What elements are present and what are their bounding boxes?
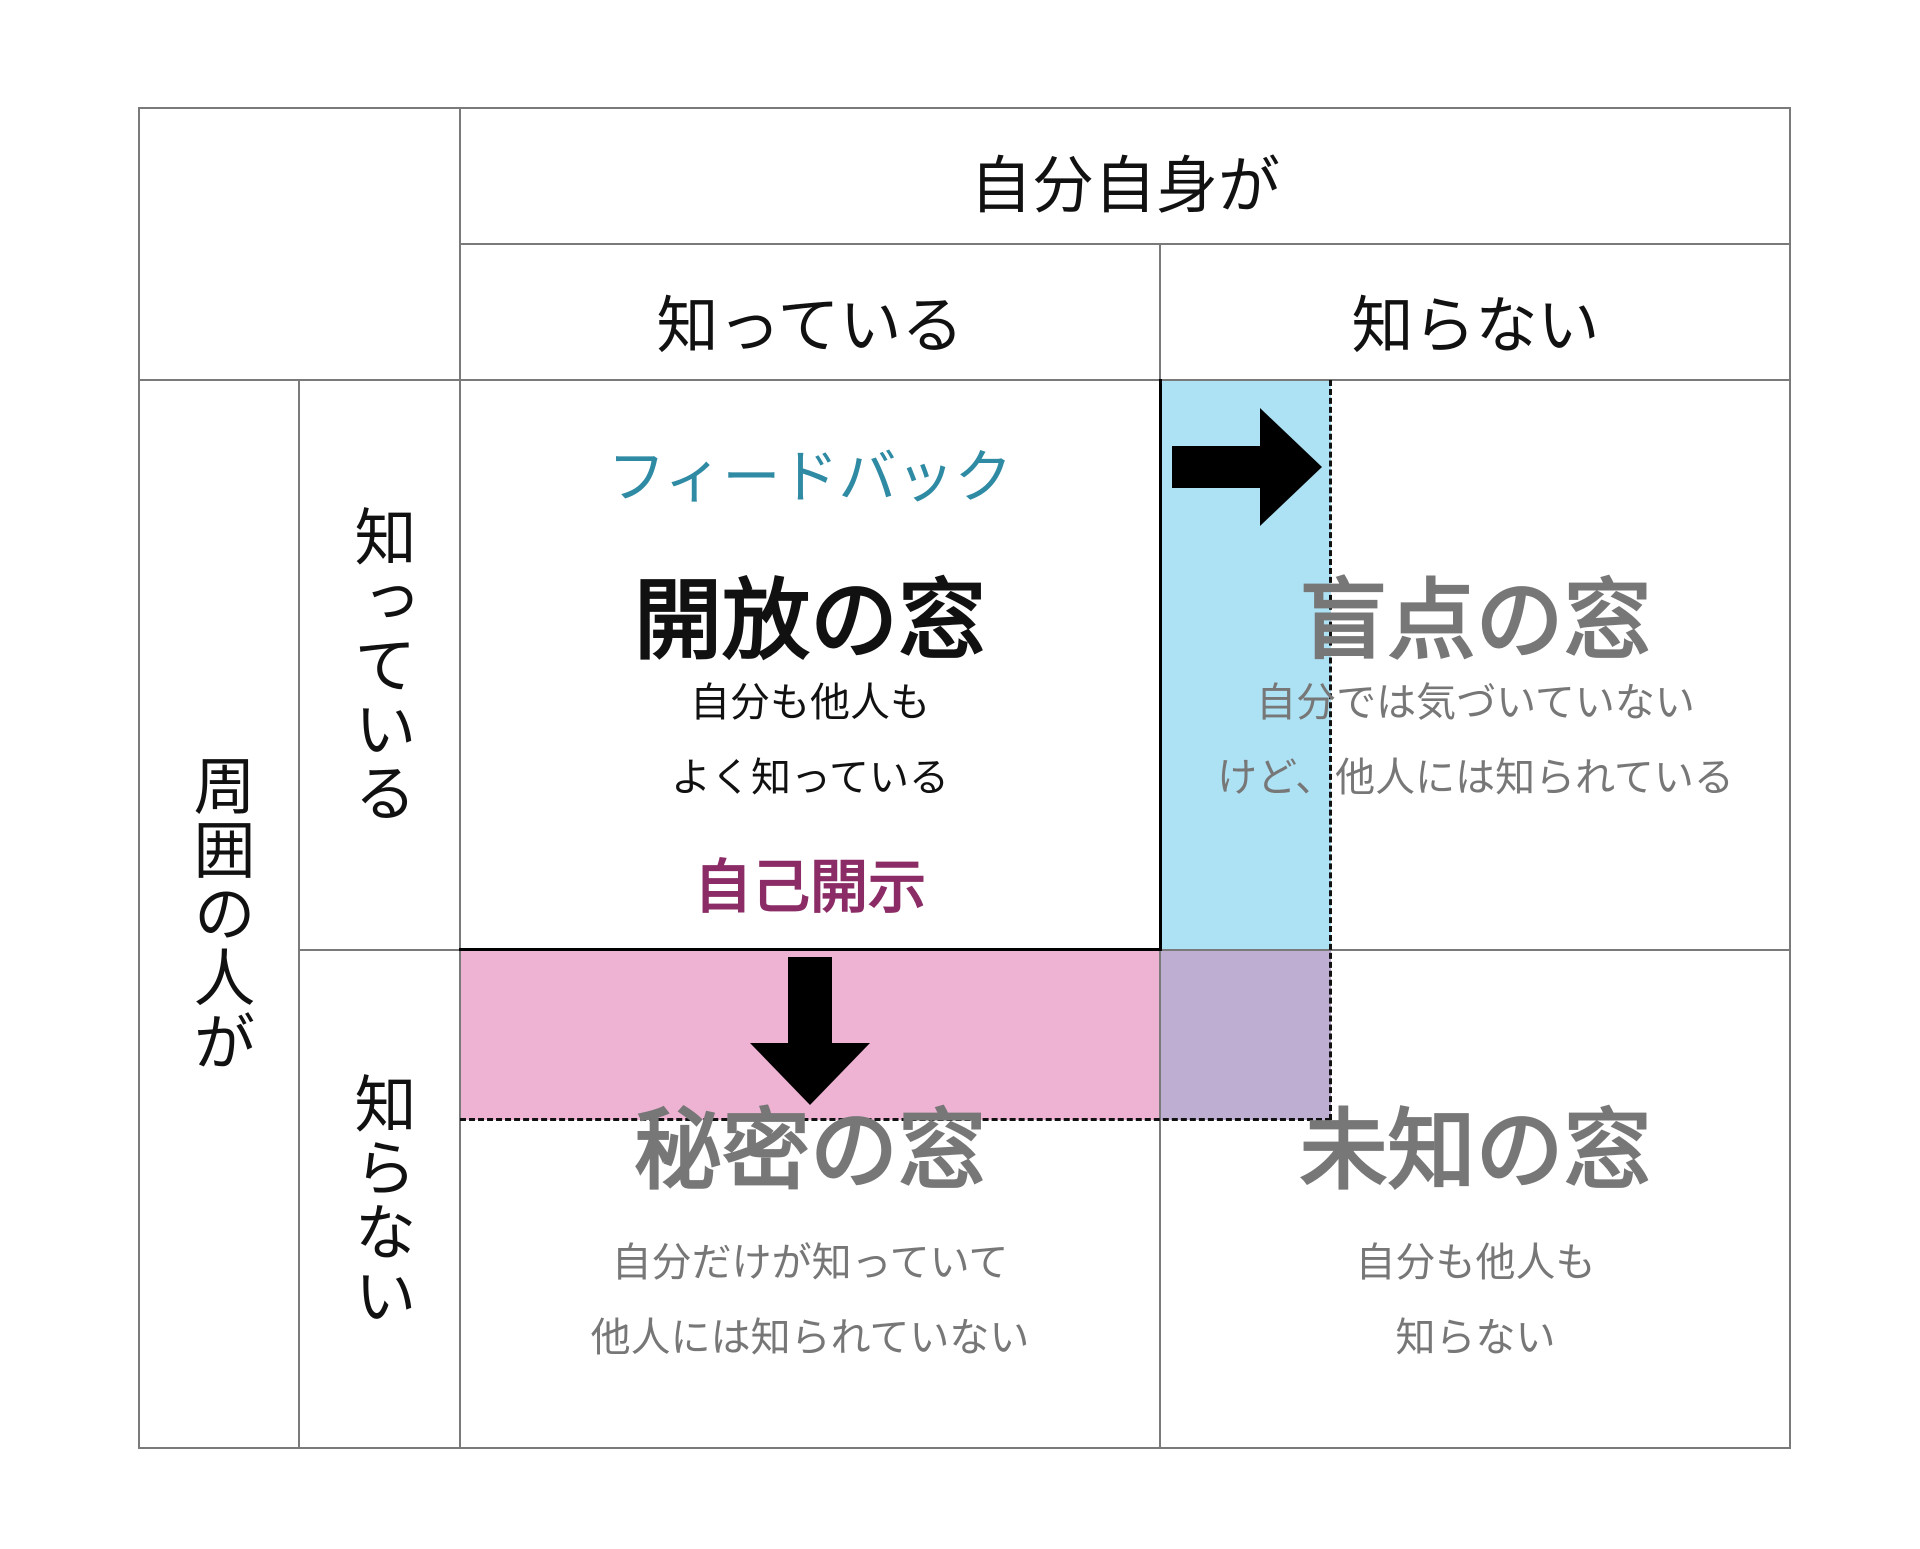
grid-line-header-split <box>459 243 1791 245</box>
blind-window-desc-2: けど、他人には知られている <box>1217 755 1734 801</box>
dashed-boundary-horizontal <box>460 1118 1331 1121</box>
header-others-known: 知っている <box>343 504 417 825</box>
grid-line-left <box>138 107 140 1449</box>
grid-line-top <box>138 107 1791 109</box>
header-others-unknown: 知らない <box>343 1071 417 1328</box>
blind-window-title: 盲点の窓 <box>1299 569 1652 672</box>
open-window-desc-2: よく知っている <box>671 755 949 801</box>
grid-line-header-col <box>459 107 461 1449</box>
header-others: 周囲の人が <box>182 754 256 1074</box>
feedback-label: フィードバック <box>607 443 1013 511</box>
hidden-window-title: 秘密の窓 <box>633 1099 986 1202</box>
open-window-title: 開放の窓 <box>633 569 986 672</box>
hidden-window-desc-1: 自分だけが知っていて <box>611 1240 1009 1286</box>
open-window-border <box>459 379 1162 951</box>
unknown-window-desc-2: 知らない <box>1395 1315 1556 1361</box>
unknown-window-title: 未知の窓 <box>1299 1099 1652 1202</box>
overlap-area <box>1161 950 1331 1120</box>
down-arrow-icon <box>750 957 870 1105</box>
header-self: 自分自身が <box>969 149 1280 222</box>
grid-line-row-header-split <box>298 379 300 1449</box>
self-disclosure-label: 自己開示 <box>693 853 926 921</box>
grid-line-right <box>1789 107 1791 1449</box>
header-self-known: 知っている <box>656 289 964 362</box>
grid-line-header-bottom <box>138 379 1791 381</box>
grid-line-bottom <box>138 1447 1791 1449</box>
unknown-window-desc-1: 自分も他人も <box>1355 1240 1596 1286</box>
right-arrow-icon <box>1172 408 1322 526</box>
hidden-window-desc-2: 他人には知られていない <box>590 1315 1030 1361</box>
blind-window-desc-1: 自分では気づいていない <box>1256 680 1695 726</box>
dashed-boundary-vertical <box>1329 380 1332 1120</box>
header-self-unknown: 知らない <box>1351 289 1600 362</box>
open-window-desc-1: 自分も他人も <box>690 680 930 726</box>
